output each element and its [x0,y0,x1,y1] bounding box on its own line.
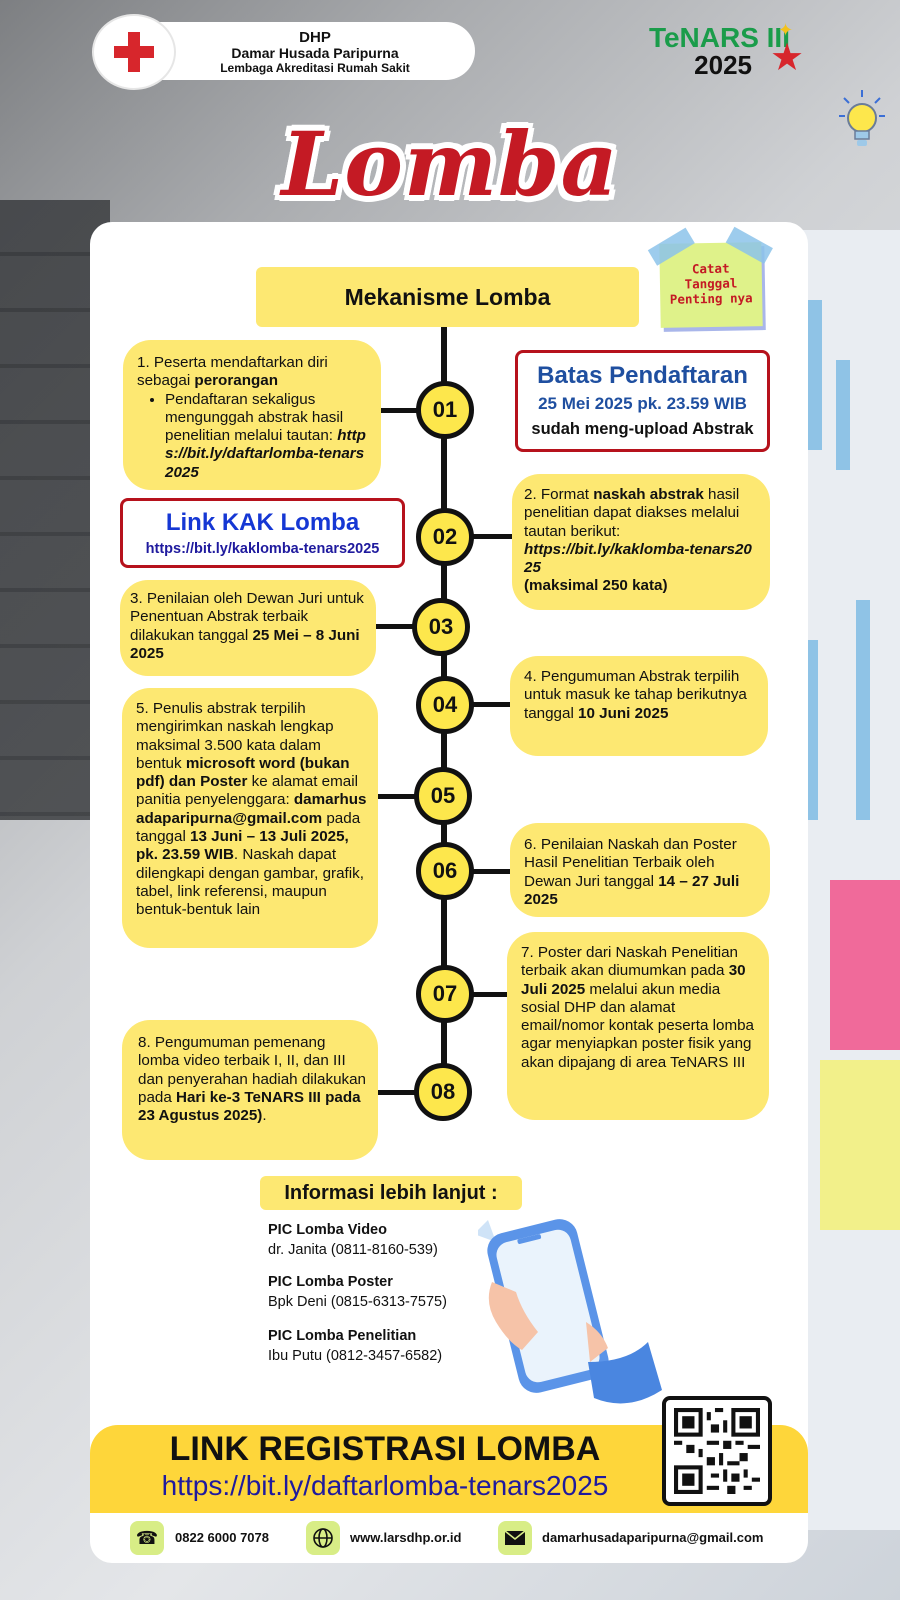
timeline-connector [376,624,416,629]
lightbulb-icon [839,90,885,146]
event-name: TeNARS III [648,22,790,53]
header-org-text: DHP Damar Husada Paripurna Lembaga Akred… [190,29,440,76]
kak-title: Link KAK Lomba [165,509,360,536]
note-line: Penting nya [669,290,753,307]
sparkle-icon: ✦ [778,20,794,40]
mechanism-title: Mekanisme Lomba [256,267,639,327]
info-title: Informasi lebih lanjut : [260,1176,522,1210]
timeline-connector [380,408,420,413]
step-node-05: 05 [414,767,472,825]
kak-link[interactable]: https://bit.ly/kaklomba-tenars2025 [145,541,380,557]
step-box-04: 4. Pengumuman Abstrak terpilih untuk mas… [510,656,768,756]
registration-title: LINK REGISTRASI LOMBA [169,1430,601,1468]
sticky-note: Catat Tanggal Penting nya [647,226,773,328]
deadline-title: Batas Pendaftaran [537,362,748,389]
event-year: 2025 [694,50,752,80]
org-name: Damar Husada Paripurna [231,45,399,61]
registration-link-footer[interactable]: https://bit.ly/daftarlomba-tenars2025 [161,1470,609,1501]
background-sticky-note [820,1060,900,1230]
step-box-02: 2. Format naskah abstrak hasil penelitia… [512,474,770,610]
deadline-date: 25 Mei 2025 pk. 23.59 WIB [538,394,747,413]
contact-email[interactable]: damarhusadaparipurna@gmail.com [542,1530,764,1545]
globe-icon [306,1521,340,1555]
panitia-email[interactable]: damarhusadaparipurna@gmail.com [136,791,367,827]
timeline-connector [378,794,418,799]
mail-icon [498,1521,532,1555]
step-node-08: 08 [414,1063,472,1121]
step-box-03: 3. Penilaian oleh Dewan Juri untuk Penen… [120,580,376,676]
star-icon: ★ [770,37,805,79]
step-bullet: Pendaftaran sekaligus mengunggah abstrak… [165,391,367,482]
contact-phone[interactable]: 0822 6000 7078 [175,1530,269,1545]
phone-icon: ☎ [130,1521,164,1555]
pic-poster: PIC Lomba Poster Bpk Deni (0815-6313-757… [268,1274,447,1310]
qr-code-icon[interactable] [662,1396,772,1506]
step-node-02: 02 [416,508,474,566]
pic-video: PIC Lomba Video dr. Janita (0811-8160-53… [268,1222,438,1258]
contact-website[interactable]: www.larsdhp.or.id [350,1530,462,1545]
event-logo: TeNARS III 2025 [615,22,790,80]
kak-step-link[interactable]: https://bit.ly/kaklomba-tenars2025 [524,540,752,577]
background-chart-bar [856,600,870,820]
step-node-06: 06 [416,842,474,900]
registration-link[interactable]: https://bit.ly/daftarlomba-tenars2025 [165,427,366,481]
pic-penelitian: PIC Lomba Penelitian Ibu Putu (0812-3457… [268,1328,443,1364]
dhp-logo [92,14,176,90]
contact-bar [90,1513,808,1563]
org-short: DHP [299,29,331,46]
phone-hand-illustration [478,1219,662,1404]
step-node-03: 03 [412,598,470,656]
kak-link-box: Link KAK Lomba https://bit.ly/kaklomba-t… [120,498,405,568]
medical-cross-icon [114,32,154,72]
step-node-01: 01 [416,381,474,439]
step-box-07: 7. Poster dari Naskah Penelitian terbaik… [507,932,769,1120]
qr-code-pattern [674,1408,760,1494]
timeline-connector [472,534,512,539]
background-chart-bar [836,360,850,470]
timeline-connector [378,1090,418,1095]
note-line: Tanggal [684,275,738,292]
step-box-06: 6. Penilaian Naskah dan Poster Hasil Pen… [510,823,770,917]
background-sticky-note [830,880,900,1050]
background-chart-bar [808,300,822,450]
timeline-connector [472,992,512,997]
step-node-04: 04 [416,676,474,734]
step-box-01: 1. Peserta mendaftarkan diri sebagai per… [123,340,381,490]
note-line: Catat [691,260,730,277]
timeline-connector [472,869,512,874]
step-node-07: 07 [416,965,474,1023]
org-desc: Lembaga Akreditasi Rumah Sakit [220,61,410,75]
deadline-box: Batas Pendaftaran 25 Mei 2025 pk. 23.59 … [515,350,770,452]
timeline-connector [472,702,512,707]
step-box-08: 8. Pengumuman pemenang lomba video terba… [122,1020,378,1160]
step-box-05: 5. Penulis abstrak terpilih mengirimkan … [122,688,378,948]
deadline-desc: sudah meng-upload Abstrak [531,420,754,438]
